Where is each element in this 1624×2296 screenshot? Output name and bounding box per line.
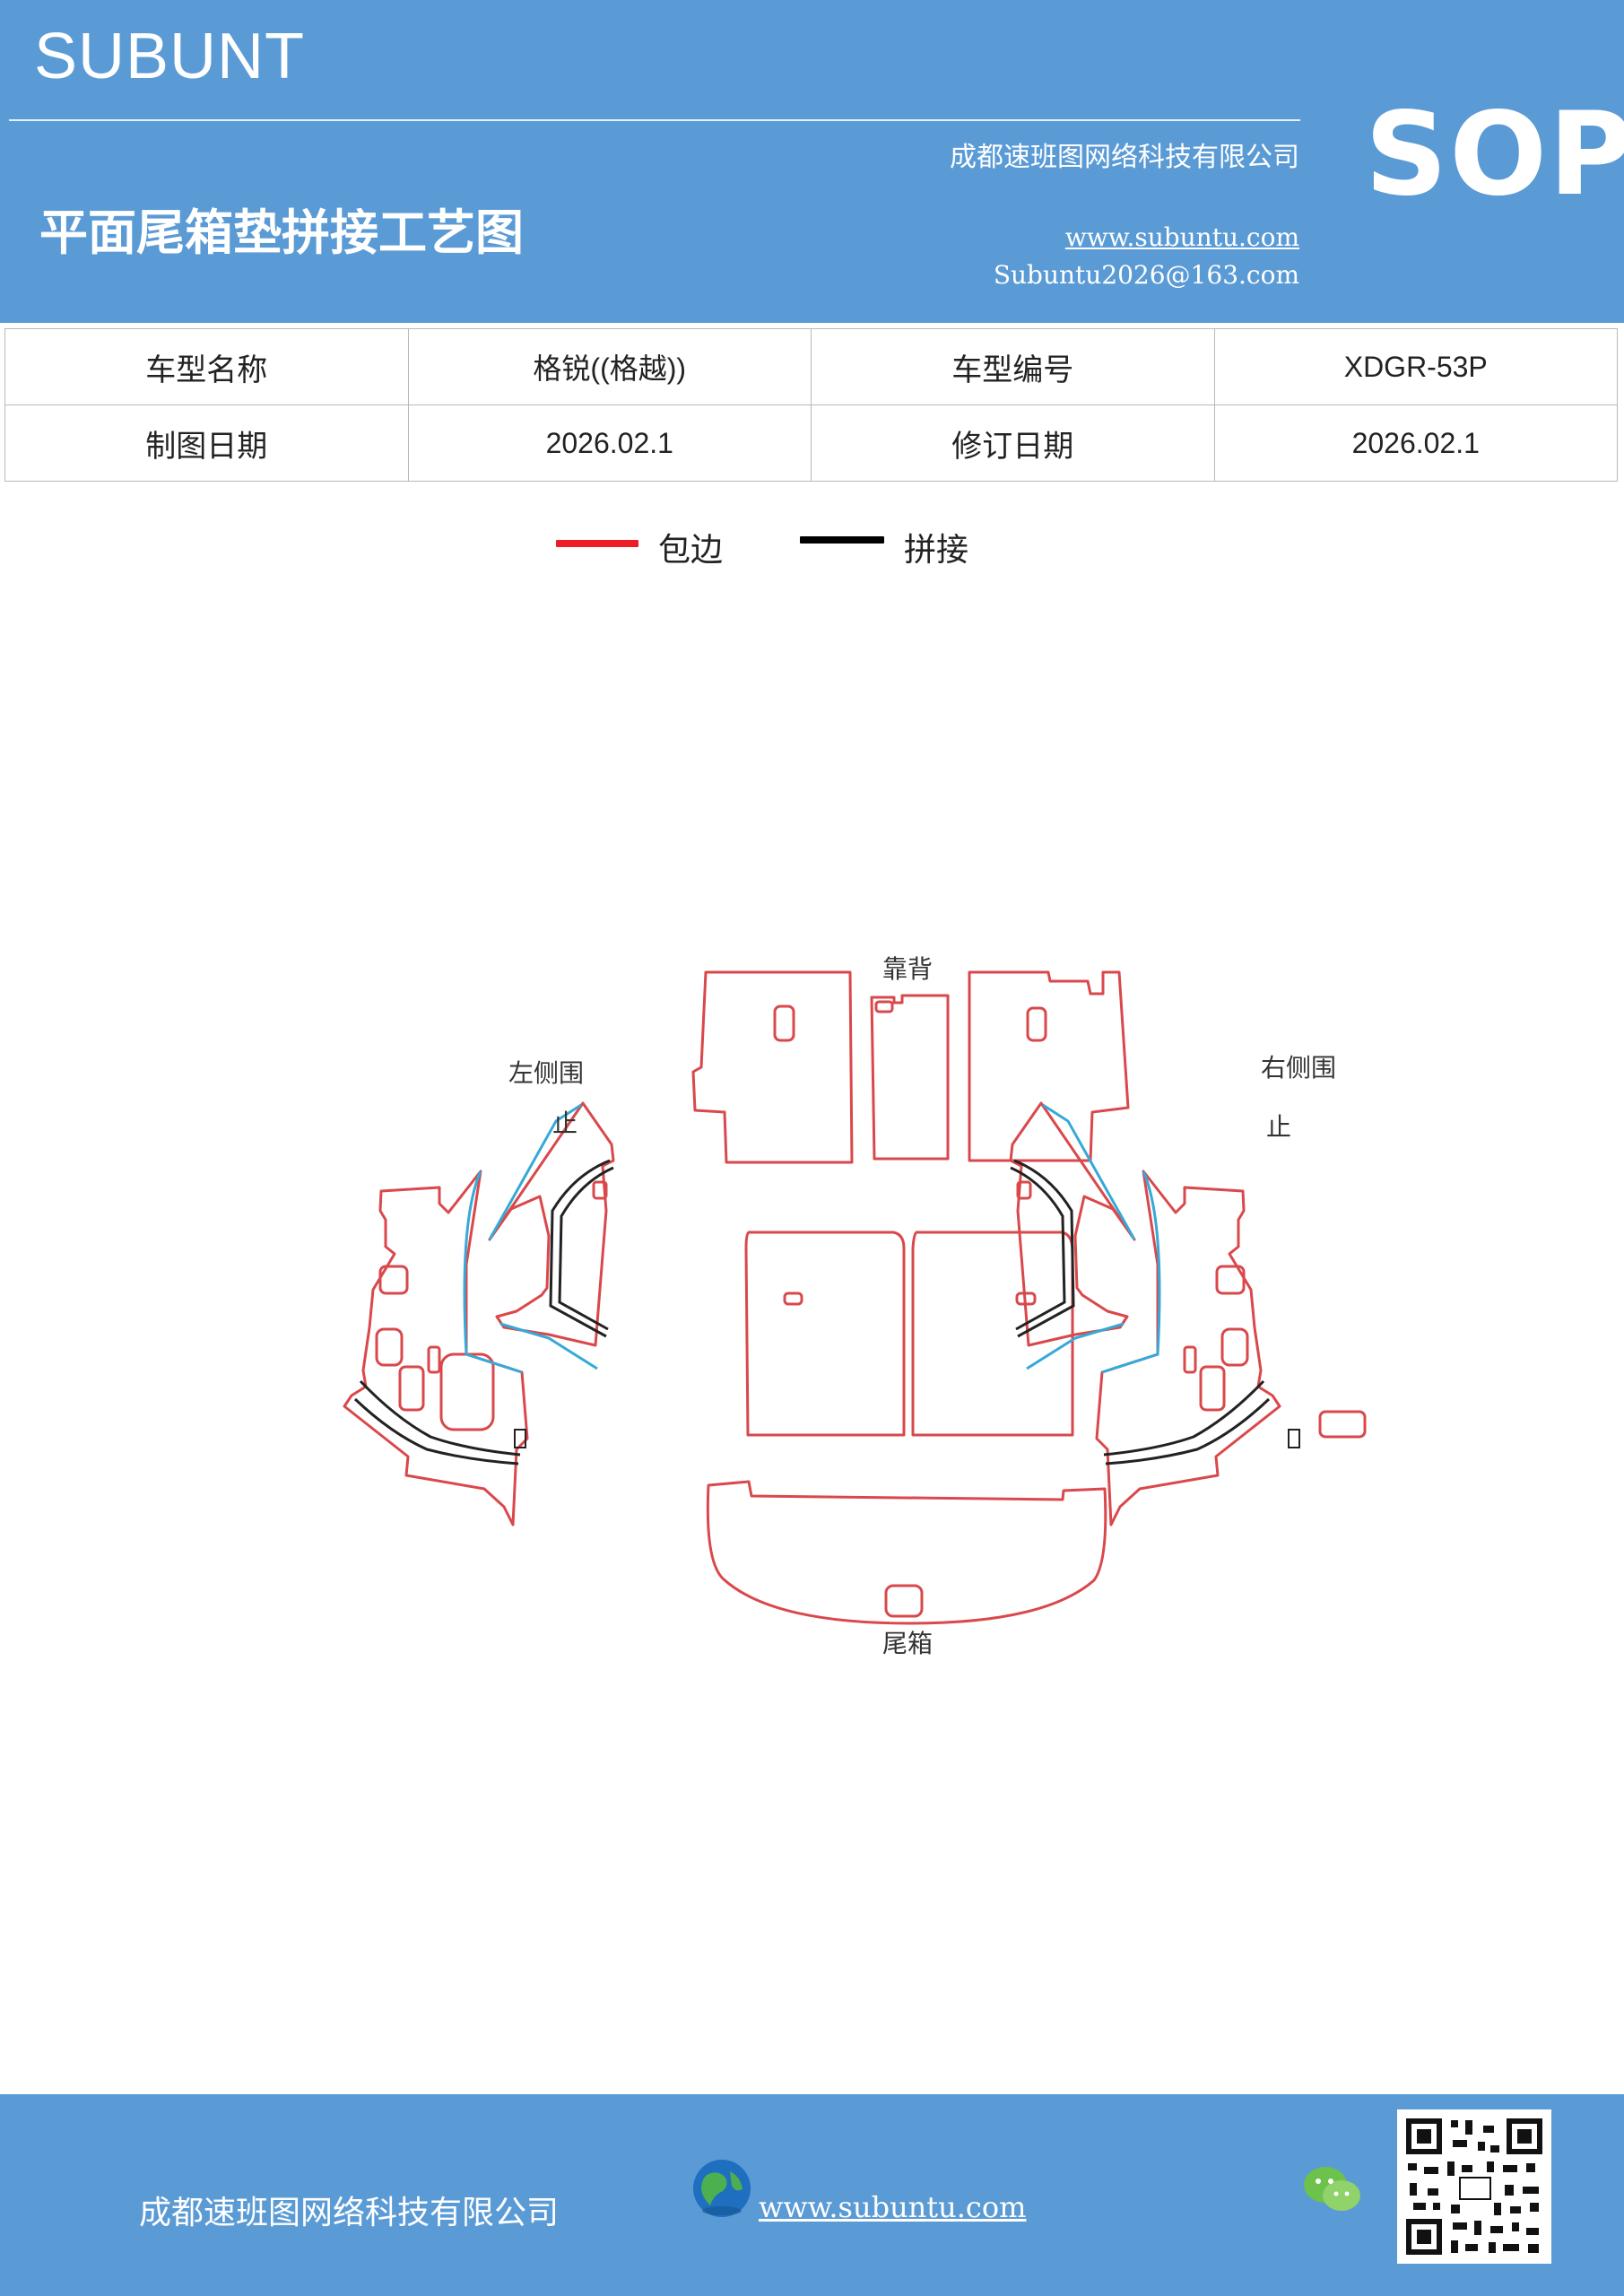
legend-label-binding: 包边 [658,532,724,569]
legend: 包边 拼接 [0,524,1624,578]
backrest-right-panel [968,970,1130,1162]
left-side-seam-1 [359,1379,521,1457]
left-side-slot-1 [378,1265,409,1295]
label-right-side: 右侧围 [1261,1053,1336,1083]
qr-code[interactable] [1397,2109,1551,2264]
value-drawing-date: 2026.02.1 [407,404,812,482]
sop-badge: SOP [1365,88,1624,222]
right-inner-seam-1 [1013,1159,1075,1338]
label-trunk: 尾箱 [882,1629,933,1658]
label-model-code: 车型编号 [811,328,1215,405]
label-stop-left: 止 [552,1109,578,1138]
left-side-panel [343,1170,529,1526]
footer-company-name: 成都速班图网络科技有限公司 [139,2195,560,2231]
value-model-code: XDGR-53P [1213,328,1618,405]
left-inner-slot [592,1180,608,1200]
label-backrest: 靠背 [882,954,933,984]
value-model-name: 格锐((格越)) [407,328,812,405]
backrest-middle-panel [870,994,950,1161]
header-email: Subuntu2026@163.com [993,260,1299,290]
header-company-name: 成都速班图网络科技有限公司 [950,142,1299,173]
right-side-seam-2 [1105,1397,1271,1465]
trunk-slot [884,1584,924,1618]
label-drawing-date: 制图日期 [4,404,409,482]
left-side-slot-2 [375,1327,404,1367]
table-row: 制图日期 2026.02.1 修订日期 2026.02.1 [4,404,1618,482]
vehicle-info-table: 车型名称 格锐((格越)) 车型编号 XDGR-53P 制图日期 2026.02… [4,328,1618,482]
value-revision-date: 2026.02.1 [1213,404,1618,482]
seat-right-panel [911,1231,1074,1437]
seat-left-panel [744,1231,906,1437]
seat-left-slot [783,1292,803,1306]
header-banner [0,0,1624,323]
label-left-side: 左侧围 [508,1058,584,1088]
header-website-link[interactable]: www.subuntu.com [1064,222,1299,252]
left-inner-panel [488,1101,615,1347]
right-side-slot-1 [1215,1265,1246,1295]
right-side-slot-4 [1183,1345,1197,1374]
left-inner-seam-1 [549,1159,611,1338]
right-blue-edge-1 [1101,1170,1161,1374]
legend-swatch-seam [800,536,884,544]
legend-label-seam: 拼接 [904,532,969,569]
right-side-slot-2 [1220,1327,1249,1367]
footer-website-link[interactable]: www.subuntu.com [759,2190,1027,2224]
right-side-seam-1 [1103,1379,1265,1457]
backrest-left-panel [691,970,854,1164]
left-side-slot-4 [427,1345,441,1374]
left-side-slot-3 [398,1365,425,1412]
right-side-panel [1095,1170,1281,1526]
left-inner-seam-2 [558,1166,614,1331]
right-side-slot-5 [1318,1410,1367,1439]
right-inner-slot [1016,1180,1032,1200]
right-side-slot-3 [1199,1365,1226,1412]
backrest-right-slot [1026,1006,1047,1042]
right-side-seam-tab [1288,1429,1300,1448]
left-blue-edge-3 [499,1322,598,1370]
wechat-icon[interactable] [1302,2163,1363,2217]
backrest-middle-slot [874,1000,894,1013]
right-blue-edge-3 [1026,1322,1125,1370]
trunk-panel [706,1480,1107,1625]
left-blue-edge-2 [488,1103,582,1240]
left-side-seam-2 [353,1397,519,1465]
right-inner-panel [1009,1101,1136,1347]
label-model-name: 车型名称 [4,328,409,405]
header-divider [9,119,1300,121]
legend-swatch-binding [556,540,638,547]
label-revision-date: 修订日期 [811,404,1215,482]
right-inner-seam-2 [1010,1166,1066,1331]
right-blue-edge-2 [1042,1103,1136,1240]
backrest-left-slot [773,1004,795,1042]
globe-icon [693,2160,751,2217]
left-blue-edge-1 [463,1170,523,1374]
label-stop-right: 止 [1266,1112,1291,1142]
left-side-slot-5 [439,1352,495,1431]
page-title: 平面尾箱垫拼接工艺图 [39,204,524,261]
brand-logo-text: SUBUNT [34,21,306,92]
left-side-seam-tab [514,1429,526,1448]
table-row: 车型名称 格锐((格越)) 车型编号 XDGR-53P [4,328,1618,405]
